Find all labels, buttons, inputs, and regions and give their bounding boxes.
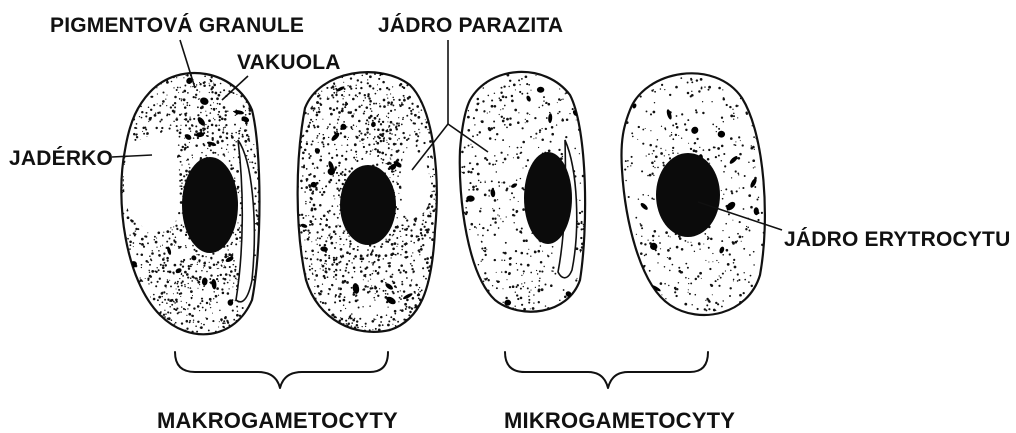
erythrocyte-nucleus — [340, 165, 396, 245]
macrogametocyte-cell-1 — [117, 67, 265, 349]
label-parasite-nucleus: JÁDRO PARAZITA — [378, 14, 563, 37]
label-vacuole: VAKUOLA — [237, 51, 341, 74]
microgametocyte-cell-2 — [617, 57, 773, 328]
erythrocyte-nucleus — [182, 157, 238, 253]
label-macrogametocytes: MAKROGAMETOCYTY — [157, 408, 398, 433]
brace-microgametocytes — [505, 352, 708, 388]
brace-macrogametocytes — [175, 352, 388, 388]
label-erythrocyte-nucleus: JÁDRO ERYTROCYTU — [784, 228, 1010, 251]
erythrocyte-nucleus — [656, 153, 720, 237]
clear-cytoplasm-area — [124, 135, 179, 230]
label-microgametocytes: MIKROGAMETOCYTY — [504, 408, 735, 433]
label-pigment-granule: PIGMENTOVÁ GRANULE — [50, 14, 304, 37]
macrogametocyte-cell-2 — [293, 61, 441, 339]
erythrocyte-nucleus — [524, 152, 572, 244]
microgametocyte-cell-1 — [455, 61, 591, 325]
label-nucleolus: JADÉRKO — [9, 147, 113, 170]
